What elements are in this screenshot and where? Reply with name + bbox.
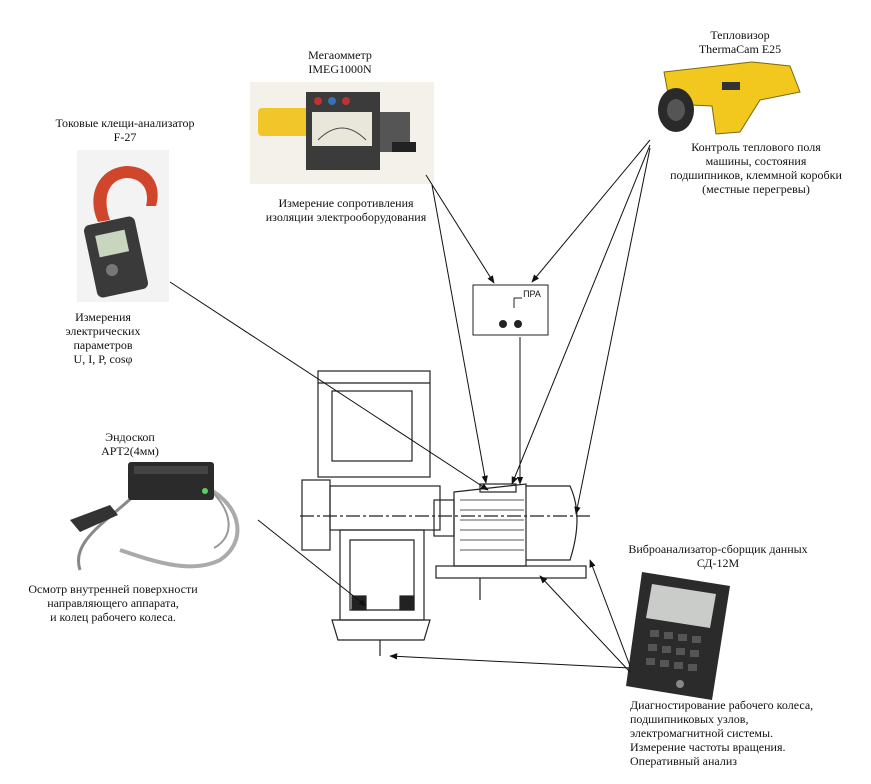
vibro-analyzer-title: Виброанализатор-сборщик данных СД-12М [628,542,808,570]
vibro-analyzer-caption: Диагностирование рабочего колеса, подшип… [630,698,814,768]
clamp-meter-title: Токовые клещи-анализатор F-27 [55,116,195,144]
pra-box [472,284,549,336]
endoscope-title: Эндоскоп APT2(4мм) [101,430,159,458]
endoscope-image [55,450,255,571]
megohmmeter-title: Мегаомметр IMEG1000N [308,48,372,76]
endoscope-caption: Осмотр внутренней поверхности направляющ… [28,582,198,624]
clamp-meter-image [77,150,169,302]
connector-lines [169,139,651,673]
pra-label: ПРА [523,289,541,299]
thermal-imager-caption: Контроль теплового поля машины, состояни… [670,140,842,196]
vibro-analyzer-image [626,572,730,700]
thermal-imager-image [648,60,804,138]
pump-motor-drawing [300,370,590,656]
megohmmeter-caption: Измерение сопротивления изоляции электро… [265,196,427,224]
thermal-imager-title: Тепловизор ThermaCam E25 [698,28,782,56]
megohmmeter-image [250,82,434,184]
clamp-meter-caption: Измерения электрических параметров U, I,… [65,310,141,366]
